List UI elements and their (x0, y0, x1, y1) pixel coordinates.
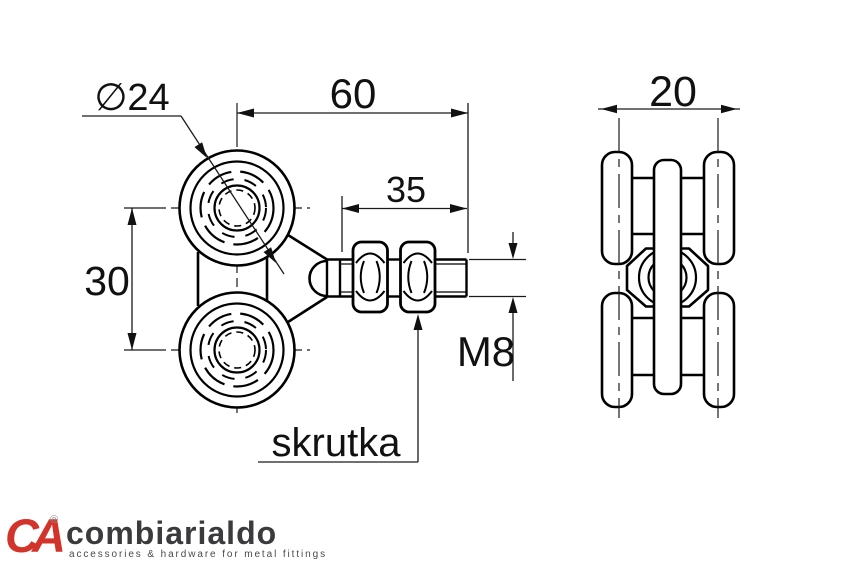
dim-total-length: 60 (330, 70, 377, 117)
brand-name: combiarialdo (66, 515, 278, 551)
dim-bolt-length: 35 (386, 169, 426, 210)
brand-logo: CA ® combiarialdo accessories & hardware… (0, 508, 340, 566)
bolt-shaft (325, 258, 468, 298)
dimension-arrowheads (127, 104, 737, 350)
registered-mark: ® (50, 514, 59, 526)
dim-roller-diameter: ∅24 (94, 77, 169, 119)
hex-nut-2 (399, 240, 437, 314)
side-wheel-flanges (600, 150, 736, 409)
dim-roller-spacing: 30 (84, 258, 130, 304)
upper-roller (178, 149, 296, 267)
side-view (600, 118, 736, 418)
dimension-graphics (82, 103, 740, 463)
lower-roller (178, 291, 296, 409)
side-axles (632, 176, 705, 377)
hex-nut-1 (351, 240, 389, 314)
front-view (124, 103, 468, 413)
label-bolt-callout: skrutka (272, 421, 402, 465)
side-center-lines (618, 118, 719, 418)
bracket-body (196, 233, 328, 324)
logo-ca-mark: CA (5, 509, 66, 562)
dim-side-width: 20 (649, 68, 697, 116)
dim-thread-size: M8 (457, 328, 515, 375)
brand-tagline: accessories & hardware for metal fitting… (69, 549, 327, 560)
side-plate (652, 158, 683, 396)
